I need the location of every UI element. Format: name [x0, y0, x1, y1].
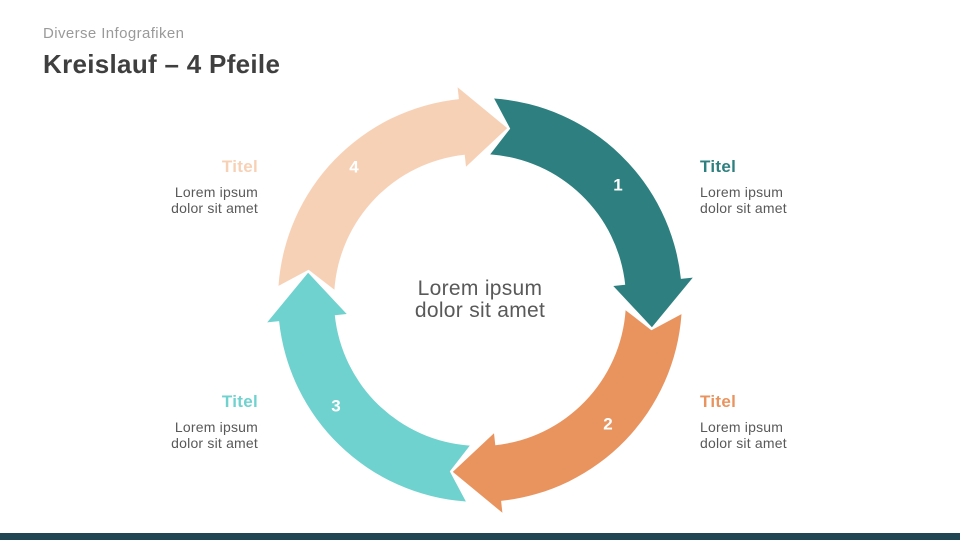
label-block-4: Titel Lorem ipsum dolor sit amet	[148, 157, 258, 216]
label-4-body: Lorem ipsum dolor sit amet	[171, 184, 258, 216]
label-block-3: Titel Lorem ipsum dolor sit amet	[148, 392, 258, 451]
label-block-2: Titel Lorem ipsum dolor sit amet	[700, 392, 810, 451]
cycle-arrow-1-number: 1	[613, 176, 622, 195]
cycle-arrow-4-number: 4	[349, 158, 359, 177]
diagram-center-text: Lorem ipsum dolor sit amet	[414, 277, 546, 322]
cycle-arrow-1	[490, 98, 693, 328]
footer-accent-bar	[0, 533, 960, 540]
label-3-title: Titel	[221, 392, 258, 411]
label-2-title: Titel	[700, 392, 737, 411]
label-1-body: Lorem ipsum dolor sit amet	[700, 184, 787, 216]
cycle-arrow-2	[452, 310, 682, 513]
label-block-1: Titel Lorem ipsum dolor sit amet	[700, 157, 810, 216]
slide-eyebrow: Diverse Infografiken	[43, 25, 185, 42]
slide-title: Kreislauf – 4 Pfeile	[43, 49, 281, 79]
cycle-arrow-3	[267, 272, 470, 502]
cycle-arrow-2-number: 2	[603, 415, 612, 434]
label-3-body: Lorem ipsum dolor sit amet	[171, 419, 258, 451]
label-4-title: Titel	[221, 157, 258, 176]
label-2-body: Lorem ipsum dolor sit amet	[700, 419, 787, 451]
cycle-arrow-4	[278, 87, 508, 290]
label-1-title: Titel	[700, 157, 737, 176]
cycle-arrow-3-number: 3	[331, 397, 340, 416]
